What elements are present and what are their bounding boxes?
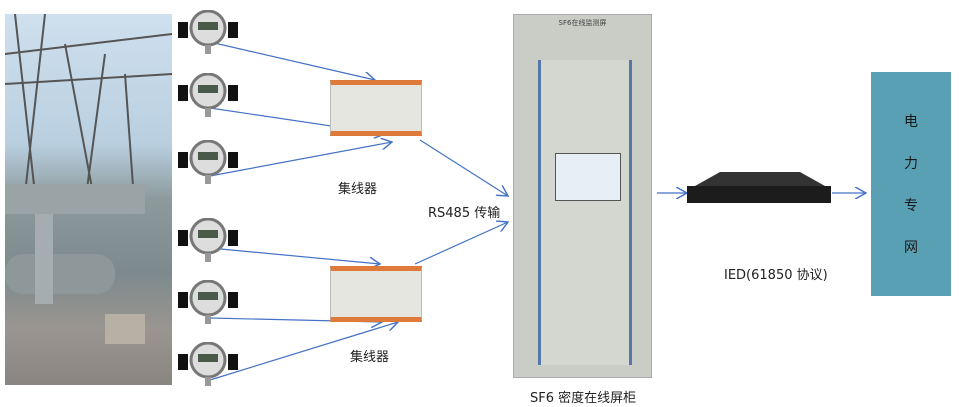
cabinet-screen	[555, 153, 621, 201]
sf6-density-sensor-3	[178, 139, 238, 188]
monitoring-cabinet: SF6在线监测屏	[513, 14, 652, 378]
ied-label: IED(61850 协议)	[724, 268, 828, 283]
hub-device-top	[330, 80, 422, 136]
substation-illustration	[5, 14, 172, 344]
grid-char: 电	[904, 114, 918, 130]
grid-char: 专	[904, 198, 918, 214]
sf6-density-sensor-5	[178, 279, 238, 328]
hub-bottom-label: 集线器	[350, 350, 390, 365]
hub-device-bottom	[330, 266, 422, 322]
sf6-density-sensor-4	[178, 217, 238, 266]
sf6-density-sensor-2	[178, 72, 238, 121]
substation-photo	[5, 14, 172, 385]
hub-top-label: 集线器	[338, 182, 378, 197]
sf6-density-sensor-6	[178, 341, 238, 390]
cabinet-header: SF6在线监测屏	[558, 19, 607, 27]
rs485-label: RS485 传输	[428, 206, 501, 221]
cabinet-label: SF6 密度在线屏柜	[530, 391, 637, 406]
ied-device	[685, 172, 833, 205]
grid-char: 网	[904, 240, 918, 256]
power-private-network-box: 电 力 专 网	[871, 72, 951, 296]
sf6-density-sensor-1	[178, 9, 238, 58]
grid-char: 力	[904, 156, 918, 172]
